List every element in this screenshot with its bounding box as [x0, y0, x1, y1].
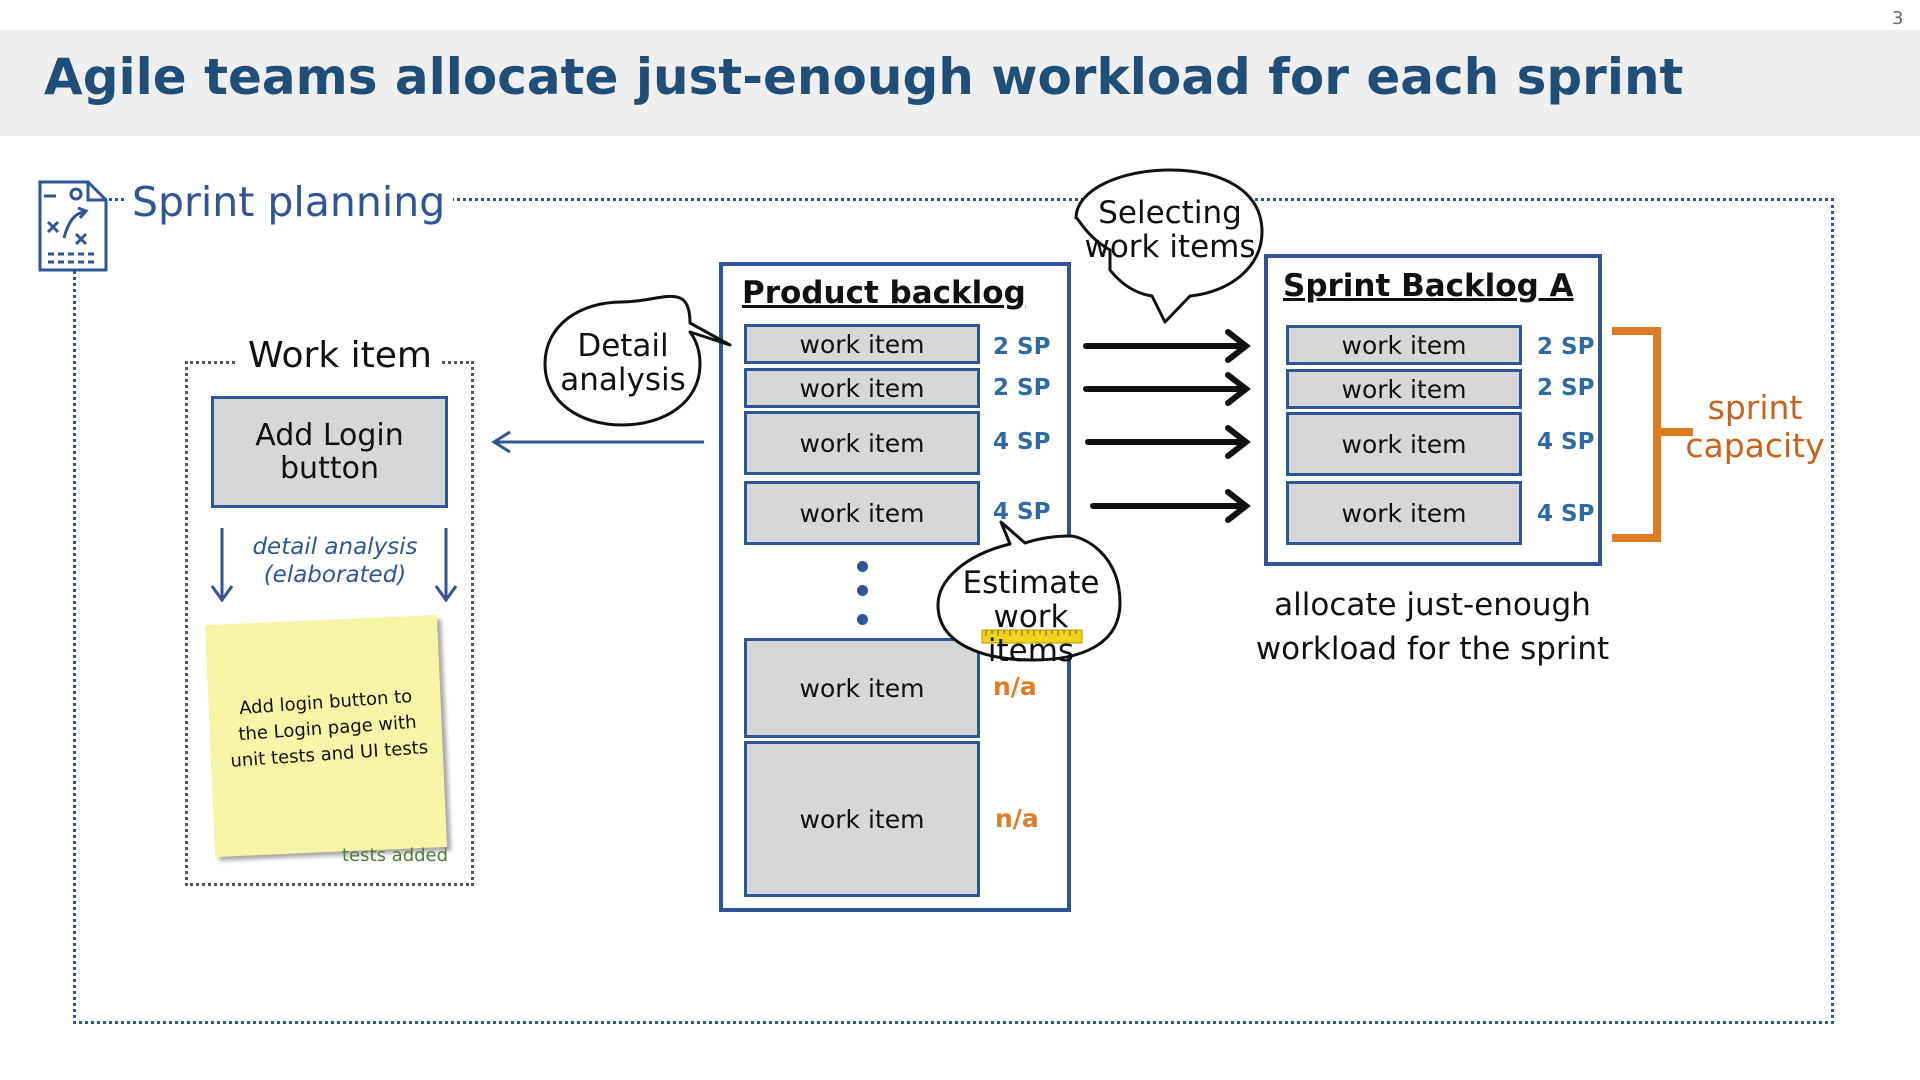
product-backlog-item: work item: [744, 638, 980, 738]
product-backlog-item: work item: [744, 481, 980, 545]
product-backlog-title: Product backlog: [742, 275, 1026, 311]
estimate-bubble: [936, 520, 1122, 662]
capacity-bracket: [1612, 327, 1693, 542]
product-backlog-item: work item: [744, 741, 980, 897]
detail-analysis-note: detail analysis (elaborated): [252, 534, 418, 588]
story-points-na: n/a: [995, 804, 1039, 833]
story-points: 2 SP: [1537, 334, 1595, 360]
strategy-board-icon: [38, 180, 108, 272]
allocation-caption: allocate just-enough workload for the sp…: [1255, 587, 1610, 667]
detail-analysis-bubble: [543, 294, 732, 427]
story-points: 2 SP: [993, 334, 1051, 360]
sprint-planning-frame: [73, 198, 1834, 1024]
story-points: 4 SP: [993, 429, 1051, 455]
work-item-panel-title: Work item: [238, 335, 442, 376]
product-backlog-item: work item: [744, 411, 980, 475]
ellipsis-dot: [857, 614, 868, 625]
sprint-backlog-item: work item: [1286, 481, 1522, 545]
selecting-callout: Selecting work items: [1084, 195, 1256, 265]
story-points: 2 SP: [1537, 375, 1595, 401]
sprint-backlog-item: work item: [1286, 369, 1522, 409]
sprint-planning-label: Sprint planning: [124, 178, 454, 226]
story-points-na: n/a: [993, 672, 1037, 701]
sprint-backlog-item: work item: [1286, 412, 1522, 476]
estimate-callout: Estimate work items: [962, 565, 1100, 669]
down-arrow-left: [210, 528, 234, 603]
product-backlog-item: work item: [744, 368, 980, 408]
work-item-card: Add Login button: [211, 396, 448, 508]
title-bar: [0, 30, 1920, 136]
page-number: 3: [1892, 8, 1904, 29]
story-points: 4 SP: [1537, 429, 1595, 455]
page-title: Agile teams allocate just-enough workloa…: [44, 48, 1684, 106]
detail-analysis-callout: Detail analysis: [560, 328, 686, 398]
story-points: 2 SP: [993, 375, 1051, 401]
sprint-backlog-box: [1264, 254, 1602, 566]
left-arrow: [491, 430, 704, 454]
sprint-backlog-item: work item: [1286, 325, 1522, 365]
story-points: 4 SP: [1537, 501, 1595, 527]
transfer-arrows: [1083, 329, 1251, 523]
story-points: 4 SP: [993, 499, 1051, 525]
down-arrow-right: [434, 528, 458, 603]
sprint-backlog-title: Sprint Backlog A: [1283, 268, 1574, 304]
selecting-bubble: [1074, 168, 1264, 324]
tests-added-label: tests added: [342, 845, 449, 866]
ellipsis-dot: [857, 585, 868, 596]
ellipsis-dot: [857, 561, 868, 572]
ruler-icon: [981, 629, 1083, 644]
sprint-capacity-label: sprint capacity: [1685, 388, 1825, 465]
product-backlog-item: work item: [744, 324, 980, 364]
